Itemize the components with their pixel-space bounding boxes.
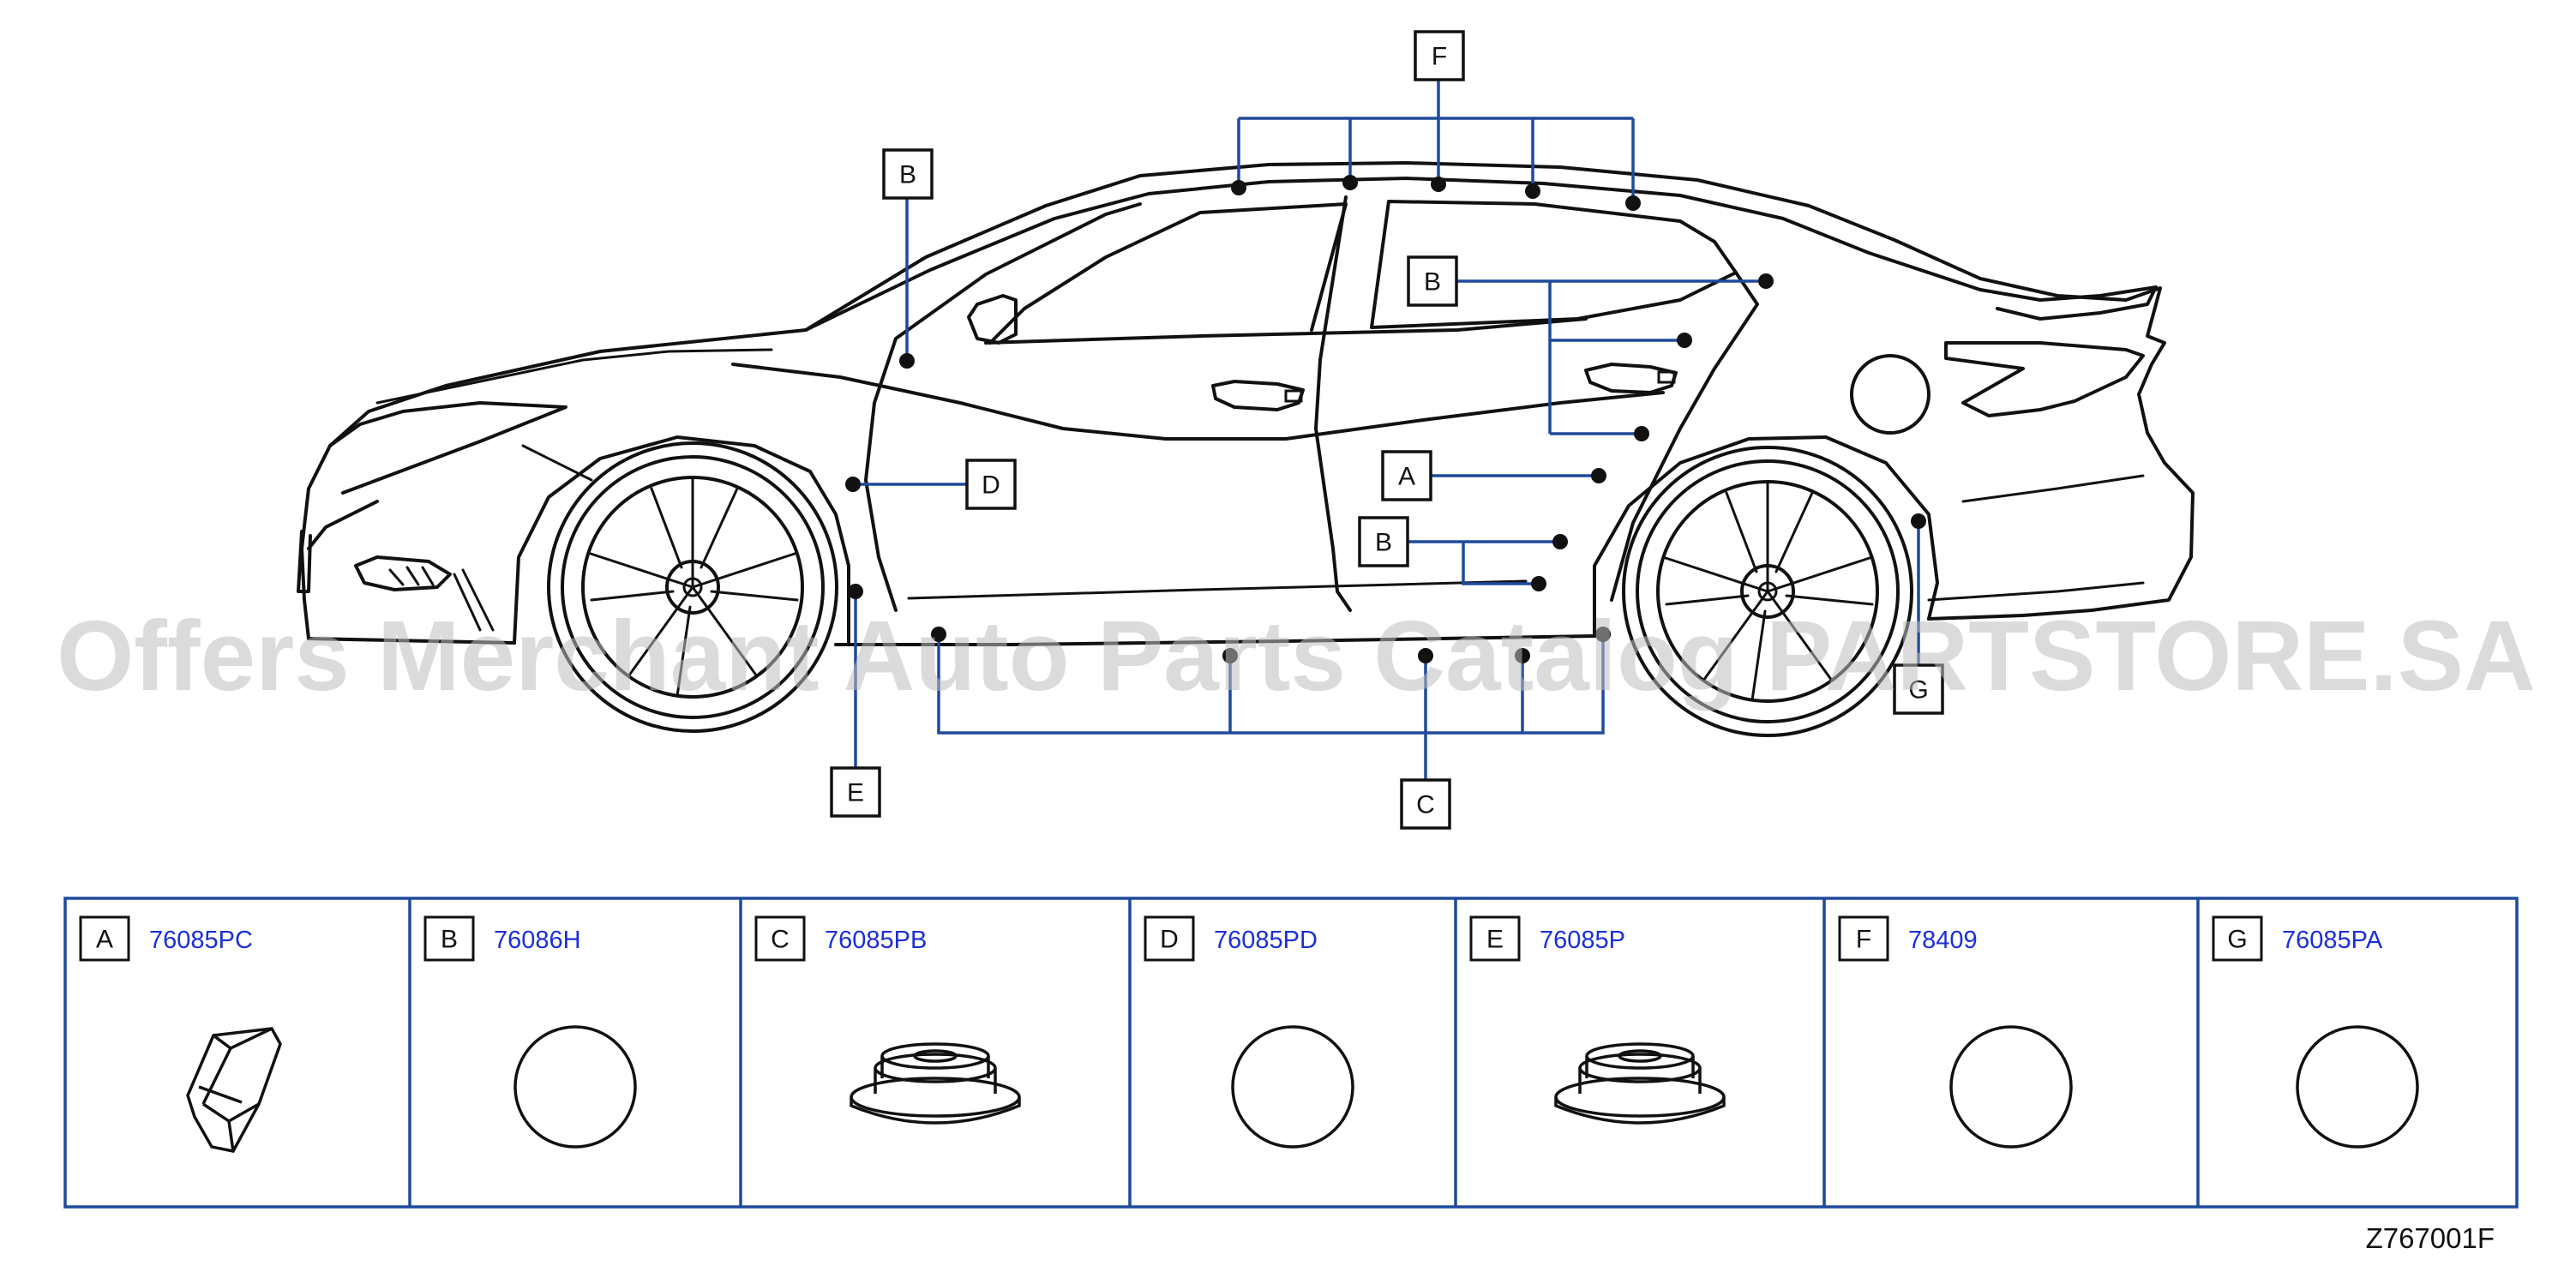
tail-light bbox=[1944, 341, 2145, 417]
parts-table-cells: A 76085PC B 76086H C 76085PB D 76085PD E 76085P F 7… bbox=[79, 898, 2419, 1207]
front-wheel-arch bbox=[513, 435, 850, 646]
part-number: 78409 bbox=[1908, 927, 1978, 954]
rear-wheel-arch bbox=[1593, 435, 1939, 638]
front-bumper bbox=[297, 500, 379, 593]
cell-letter-box bbox=[79, 915, 130, 962]
car-side-view bbox=[297, 161, 2195, 737]
callout-b-front-label: B bbox=[899, 161, 916, 189]
callout-b-rear-lower: B bbox=[1358, 516, 1409, 567]
part-number: 76085PD bbox=[1214, 927, 1318, 954]
b-pillar bbox=[1314, 195, 1352, 612]
callout-c-label: C bbox=[1416, 791, 1435, 819]
callout-e: E bbox=[830, 766, 881, 818]
part-number: 76085P bbox=[1540, 927, 1625, 954]
part-number: 76085PC bbox=[149, 927, 253, 954]
cell-letter: B bbox=[441, 926, 458, 954]
front-handle-lock bbox=[1284, 389, 1303, 403]
rear-door-handle bbox=[1584, 363, 1678, 394]
cell-letter-box bbox=[1469, 915, 1521, 962]
rear-bumper-line bbox=[1927, 474, 2145, 602]
cell-letter: G bbox=[2227, 926, 2247, 954]
cell-letter-box bbox=[1838, 915, 1889, 962]
callout-b-rear-lower-label: B bbox=[1375, 529, 1392, 557]
callout-b-front: B bbox=[882, 148, 934, 200]
cell-letter-box bbox=[754, 915, 806, 962]
drawing-reference: Z767001F bbox=[2366, 1222, 2495, 1254]
front-wheel bbox=[547, 441, 838, 733]
part-drawing-clip-angled bbox=[186, 1027, 282, 1153]
callout-b-rear-upper-label: B bbox=[1424, 268, 1441, 297]
part-cell-a: A 76085PC bbox=[79, 915, 282, 1153]
part-drawing-plug-stepped bbox=[850, 1042, 1021, 1125]
cell-letter: E bbox=[1486, 926, 1504, 954]
headlight bbox=[328, 401, 567, 495]
callout-g-label: G bbox=[1908, 676, 1928, 705]
rear-wheel bbox=[1622, 446, 1913, 737]
rocker-line bbox=[907, 579, 1528, 600]
leader-lines bbox=[853, 81, 1920, 780]
fastener-dots bbox=[845, 175, 1926, 663]
roof-line bbox=[804, 177, 1982, 332]
car-lower-sill bbox=[307, 634, 1596, 646]
part-number: 76085PA bbox=[2282, 927, 2383, 954]
part-drawing-plug-stepped bbox=[1554, 1042, 1726, 1125]
part-number: 76086H bbox=[494, 927, 581, 954]
rear-door-window bbox=[1370, 200, 1738, 329]
cell-letter-box bbox=[1144, 915, 1195, 962]
door-character-line bbox=[731, 363, 1665, 441]
windshield bbox=[894, 202, 1142, 340]
callout-g: G bbox=[1893, 663, 1944, 715]
part-drawing-circle bbox=[1949, 1025, 2073, 1149]
front-air-intake bbox=[453, 568, 495, 632]
fog-light bbox=[354, 555, 452, 591]
cell-letter-box bbox=[2212, 915, 2263, 962]
part-cell-e: E 76085P bbox=[1454, 898, 1726, 1207]
cell-letter: C bbox=[771, 926, 790, 954]
cell-letter-box bbox=[423, 915, 475, 962]
side-mirror bbox=[967, 294, 1018, 345]
callout-e-label: E bbox=[847, 779, 864, 807]
callout-f: F bbox=[1414, 30, 1465, 81]
cell-letter: D bbox=[1160, 926, 1179, 954]
cell-letter: F bbox=[1856, 926, 1871, 954]
part-number: 76085PB bbox=[825, 927, 927, 954]
callout-c: C bbox=[1400, 778, 1451, 830]
callout-d: D bbox=[965, 459, 1017, 510]
rear-door-edge bbox=[1610, 271, 1759, 602]
belt-line bbox=[984, 317, 1588, 345]
rear-spoiler bbox=[1979, 285, 2158, 321]
front-door-edge bbox=[864, 337, 898, 612]
fog-light-fins bbox=[388, 566, 435, 586]
part-drawing-circle bbox=[513, 1025, 637, 1149]
cell-letter: A bbox=[96, 926, 113, 954]
part-cell-b: B 76086H bbox=[408, 898, 637, 1207]
rear-handle-lock bbox=[1657, 370, 1676, 384]
callout-f-label: F bbox=[1432, 43, 1447, 71]
part-drawing-circle bbox=[2296, 1025, 2419, 1149]
callout-a-label: A bbox=[1398, 463, 1415, 491]
part-cell-g: G 76085PA bbox=[2196, 898, 2419, 1207]
hood-line bbox=[375, 348, 773, 482]
callout-a: A bbox=[1381, 450, 1432, 501]
fuel-door bbox=[1850, 354, 1930, 435]
part-cell-d: D 76085PD bbox=[1128, 898, 1354, 1207]
callout-b-rear-upper: B bbox=[1407, 255, 1458, 307]
callout-d-label: D bbox=[982, 471, 1000, 500]
parts-table-frame bbox=[63, 897, 2519, 1209]
parts-table: A 76085PC B 76086H C 76085PB D 76085PD E 76085P F 7… bbox=[63, 897, 2519, 1209]
watermark-text: Offers Merchant Auto Parts Catalog PARTS… bbox=[57, 600, 2536, 711]
part-cell-f: F 78409 bbox=[1822, 898, 2073, 1207]
front-door-handle bbox=[1211, 380, 1305, 411]
part-cell-c: C 76085PB bbox=[739, 898, 1021, 1207]
part-drawing-circle bbox=[1231, 1025, 1354, 1149]
